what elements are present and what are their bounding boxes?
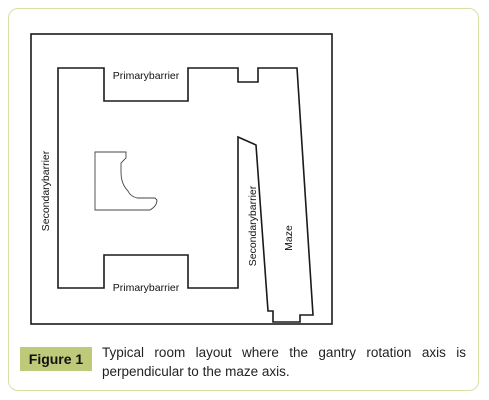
secondary-barrier-right-label: Secondarybarrier	[247, 185, 259, 266]
maze-label: Maze	[283, 225, 295, 251]
caption-text: Typical room layout where the gantry rot…	[102, 345, 466, 379]
figure-caption: Figure 1 Typical room layout where the g…	[20, 341, 470, 387]
gantry-outline	[94, 151, 158, 211]
outer-wall	[30, 33, 333, 325]
primary-barrier-bottom-label: Primarybarrier	[113, 282, 180, 294]
secondary-barrier-left-label: Secondarybarrier	[40, 150, 52, 231]
primary-barrier-top-label: Primarybarrier	[113, 70, 180, 82]
inner-room-wall	[57, 67, 314, 323]
figure-label: Figure 1	[20, 347, 92, 371]
figure-frame	[8, 8, 479, 391]
